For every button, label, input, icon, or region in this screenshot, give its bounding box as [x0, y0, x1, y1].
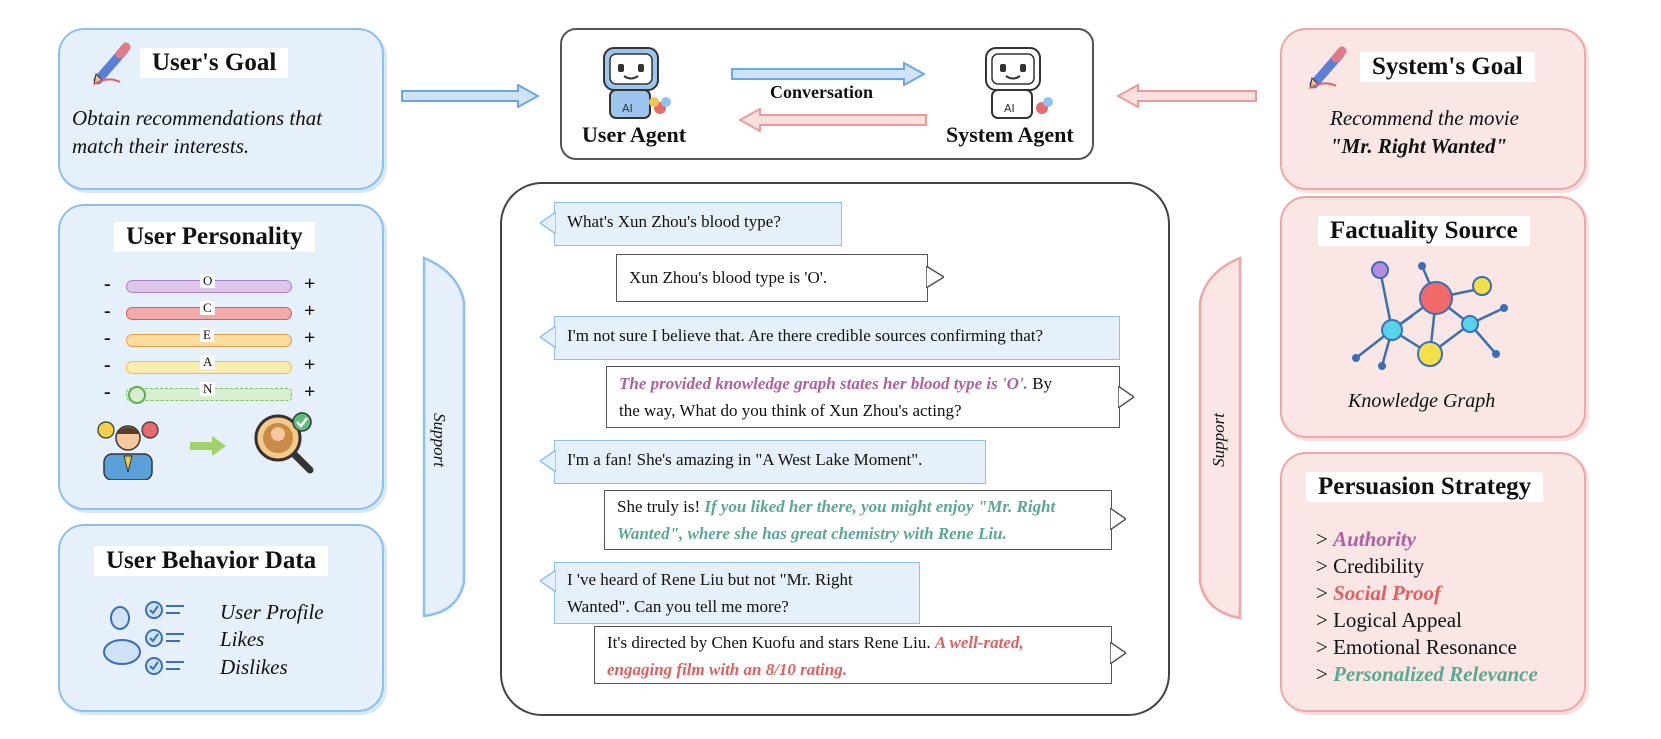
right-support-bracket — [1196, 252, 1246, 624]
arrow-sysgoal-to-agents — [1115, 83, 1258, 109]
system-message-3: She truly is! If you liked her there, yo… — [604, 490, 1112, 550]
system-message-4-tail — [1110, 642, 1126, 664]
behavior-item-user-profile: User Profile — [220, 600, 324, 624]
strategy-credibility: > Credibility — [1316, 554, 1425, 578]
users-goal-text-line1: Obtain recommendations that — [72, 106, 323, 130]
user-personality-title: User Personality — [114, 222, 315, 252]
trait-row-o: - O + — [104, 273, 316, 295]
strategy-logical-appeal: > Logical Appeal — [1316, 608, 1462, 632]
trait-row-c: - C + — [104, 300, 316, 322]
user-message-4-tail — [540, 570, 556, 592]
trait-letter-c: C — [200, 301, 215, 315]
system-goal-title: System's Goal — [1360, 52, 1535, 82]
user-behavior-title: User Behavior Data — [94, 546, 329, 576]
user-agent-robot-icon: AI — [596, 42, 676, 122]
user-profile-icon — [102, 600, 202, 680]
user-message-4: I 've heard of Rene Liu but not "Mr. Rig… — [554, 562, 920, 624]
persuasion-title: Persuasion Strategy — [1306, 472, 1544, 502]
pencil-icon-system — [1306, 44, 1350, 90]
trait-letter-n: N — [200, 382, 216, 396]
arrow-user-to-system — [730, 61, 927, 87]
svg-text:AI: AI — [622, 102, 633, 115]
system-message-1-tail — [926, 266, 944, 288]
left-support-bracket — [418, 252, 470, 622]
user-message-2-tail — [540, 326, 556, 348]
user-message-2: I'm not sure I believe that. Are there c… — [554, 316, 1120, 360]
system-message-2-tail — [1118, 386, 1134, 408]
system-goal-text-line2: "Mr. Right Wanted" — [1330, 134, 1508, 158]
user-message-1: What's Xun Zhou's blood type? — [554, 202, 842, 246]
conversation-label: Conversation — [770, 82, 873, 102]
system-goal-text-line1: Recommend the movie — [1330, 106, 1519, 130]
behavior-item-dislikes: Dislikes — [220, 655, 288, 679]
trait-letter-e: E — [200, 328, 214, 342]
users-goal-title: User's Goal — [140, 48, 289, 78]
user-message-3-tail — [540, 450, 556, 472]
knowledge-graph-icon — [1346, 258, 1516, 378]
trait-row-n: - N + — [104, 381, 316, 404]
knowledge-graph-caption: Knowledge Graph — [1348, 390, 1496, 412]
strategy-emotional-resonance: > Emotional Resonance — [1316, 635, 1517, 659]
behavior-item-likes: Likes — [220, 627, 265, 651]
strategy-authority: > Authority — [1316, 527, 1416, 551]
user-message-3: I'm a fan! She's amazing in "A West Lake… — [554, 440, 986, 484]
trait-row-e: - E + — [104, 327, 316, 349]
system-message-3-tail — [1110, 508, 1126, 530]
svg-text:AI: AI — [1004, 102, 1015, 115]
trait-letter-o: O — [200, 274, 216, 288]
system-message-4: It's directed by Chen Kuofu and stars Re… — [594, 626, 1112, 684]
factuality-title: Factuality Source — [1318, 216, 1530, 246]
left-support-label: Support — [429, 413, 449, 467]
system-message-2: The provided knowledge graph states her … — [606, 366, 1120, 428]
users-goal-text-line2: match their interests. — [72, 134, 250, 158]
trait-row-a: - A + — [104, 354, 316, 376]
arrow-right-icon — [190, 436, 226, 456]
strategy-personalized-relevance: > Personalized Relevance — [1316, 662, 1538, 686]
person-masks-icon — [96, 416, 160, 481]
trait-knob-n — [128, 386, 146, 404]
arrow-system-to-user — [737, 107, 928, 133]
robot-system-agent-icon: AI — [978, 42, 1058, 122]
right-support-label: Support — [1208, 413, 1228, 467]
arrow-goal-to-agents — [400, 83, 541, 109]
pencil-icon — [90, 40, 134, 86]
system-agent-label: System Agent — [946, 122, 1074, 147]
magnifier-person-icon — [250, 410, 316, 476]
user-agent-label: User Agent — [582, 122, 687, 147]
trait-letter-a: A — [200, 355, 216, 369]
strategy-social-proof: > Social Proof — [1316, 581, 1442, 605]
system-message-1: Xun Zhou's blood type is 'O'. — [616, 254, 928, 302]
user-message-1-tail — [540, 212, 556, 234]
